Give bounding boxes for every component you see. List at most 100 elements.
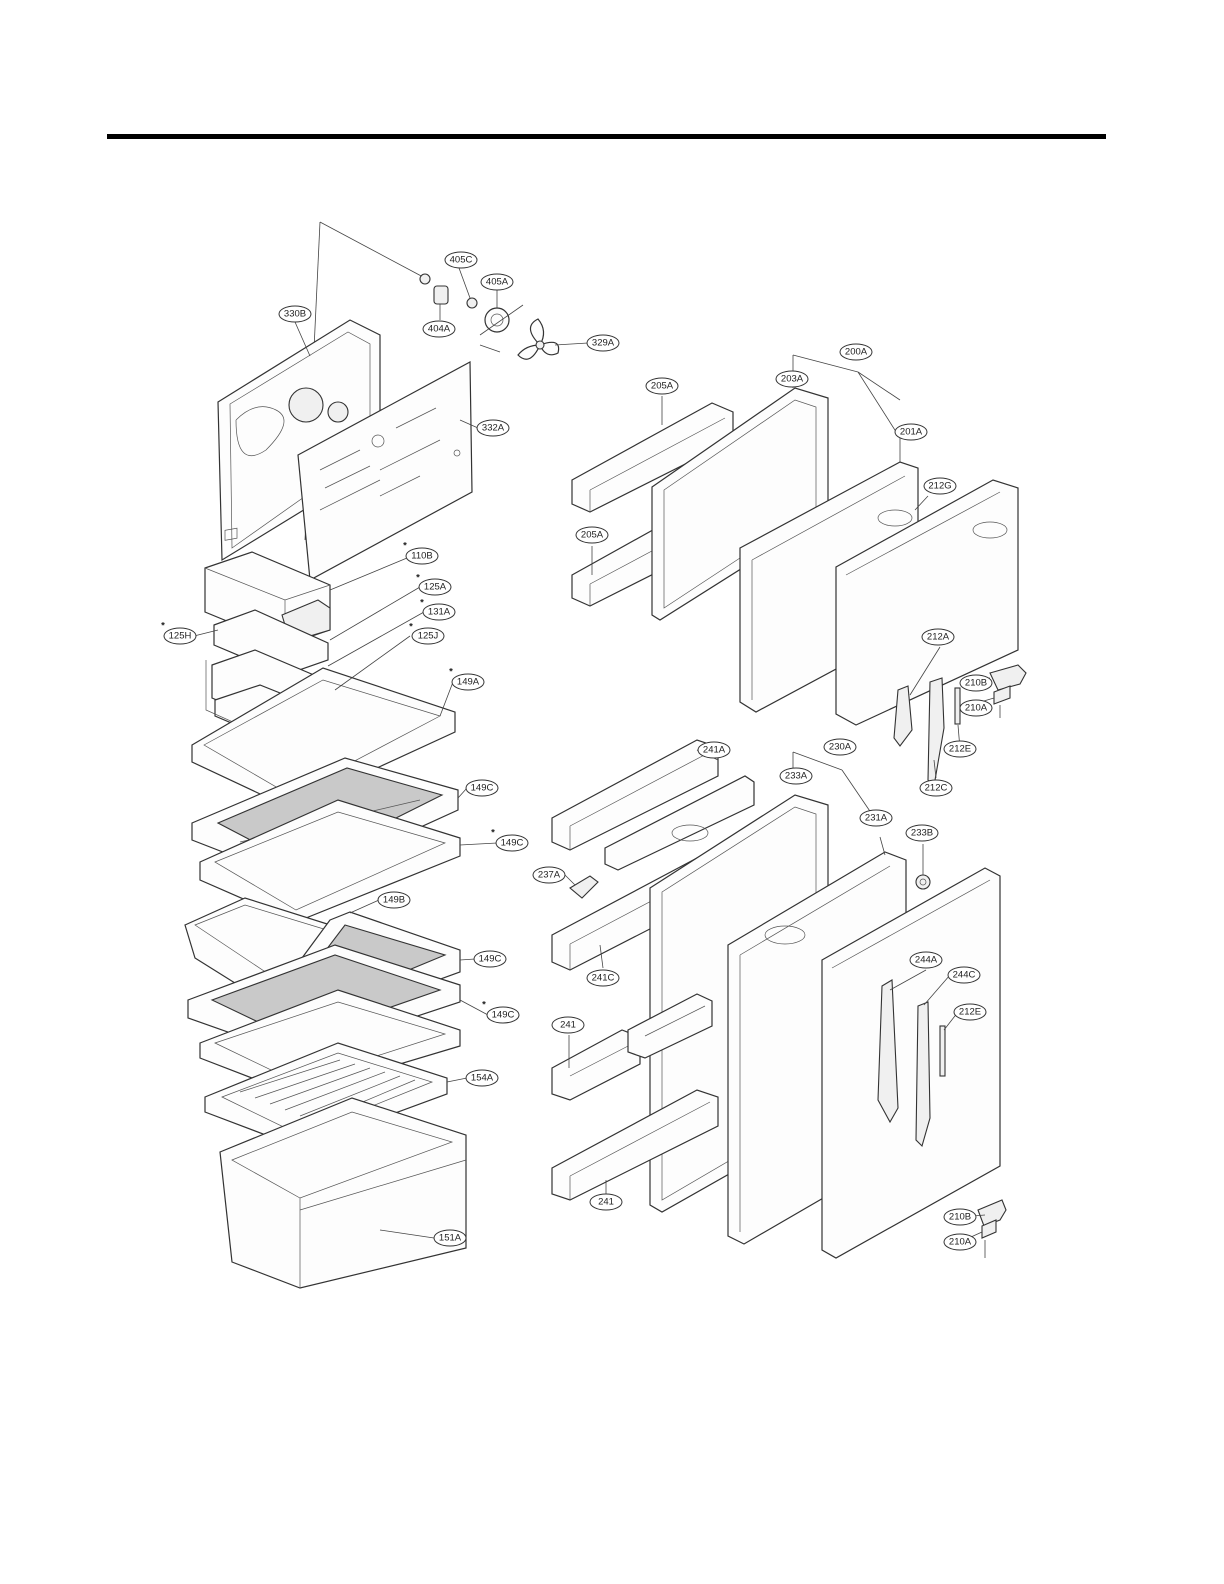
callout-label: 125A [424,582,447,593]
callout-label: 210A [949,1237,972,1248]
callout-244a: 244A [910,952,942,968]
callout-233b: 233B [906,825,938,841]
callout-212g: 212G [924,478,956,494]
callout-405a: 405A [481,274,513,290]
callout-label: 330B [284,309,306,320]
header-rule [107,134,1106,139]
callout-label: 329A [592,338,615,349]
callout-label: 244C [953,970,976,981]
callout-label: 233A [785,771,808,782]
callout-405c: 405C [445,252,477,268]
callout-210a: 210A [944,1234,976,1250]
callout-label: 149A [457,677,480,688]
callout-200a: 200A [840,344,872,360]
callout-label: 149C [492,1010,515,1021]
callout-205a: 205A [576,527,608,543]
asterisk-icon: * [449,667,453,678]
hinge-210b-lower [978,1200,1006,1258]
door-bin-241-left [552,1030,640,1100]
callout-label: 200A [845,347,868,358]
callout-330b: 330B [279,306,311,322]
callout-149c: 149C * [482,1000,519,1024]
asterisk-icon: * [403,541,407,552]
callout-label: 244A [915,955,938,966]
callout-210b: 210B [960,675,992,691]
callout-151a: 151A [434,1230,466,1246]
callout-404a: 404A [423,321,455,337]
callout-233a: 233A [780,768,812,784]
callout-label: 405A [486,277,509,288]
callout-329a: 329A [587,335,619,351]
callout-125j: 125J * [409,622,444,645]
asterisk-icon: * [491,828,495,839]
callout-label: 131A [428,607,451,618]
callout-212e: 212E [944,741,976,757]
callout-149c: 149C [474,951,506,967]
callout-label: 125H [169,631,192,642]
callout-241c: 241C [587,970,619,986]
door-handle-212a [894,678,960,786]
callout-label: 201A [900,427,923,438]
callout-244c: 244C [948,967,980,983]
asterisk-icon: * [416,573,420,584]
callout-332a: 332A [477,420,509,436]
callout-241: 241 [552,1017,584,1033]
callout-label: 149C [479,954,502,965]
callout-label: 154A [471,1073,494,1084]
callout-label: 241 [598,1197,614,1208]
callout-label: 332A [482,423,505,434]
callout-label: 149B [383,895,405,906]
callout-212a: 212A [922,629,954,645]
callout-label: 151A [439,1233,462,1244]
callout-label: 110B [411,551,432,562]
callout-label: 212E [959,1007,981,1018]
callout-label: 149C [471,783,494,794]
callout-label: 241C [592,973,615,984]
callout-210b: 210B [944,1209,976,1225]
callout-label: 230A [829,742,852,753]
callout-212e: 212E [954,1004,986,1020]
callout-label: 212G [928,481,951,492]
asterisk-icon: * [482,1000,486,1011]
callout-131a: 131A * [420,598,455,621]
callout-label: 212C [925,783,948,794]
callout-205a: 205A [646,378,678,394]
callout-203a: 203A [776,371,808,387]
callout-110b: 110B * [403,541,438,565]
callout-149c: 149C * [491,828,528,852]
callout-154a: 154A [466,1070,498,1086]
callout-237a: 237A [533,867,565,883]
asterisk-icon: * [420,598,424,609]
callout-231a: 231A [860,810,892,826]
callout-label: 205A [651,381,674,392]
callout-label: 203A [781,374,804,385]
callout-label: 404A [428,324,451,335]
callout-label: 241A [703,745,726,756]
callout-label: 212E [949,744,971,755]
callout-label: 233B [911,828,933,839]
callout-230a: 230A [824,739,856,755]
callout-label: 149C [501,838,524,849]
hinge-210b-upper [990,665,1026,718]
asterisk-icon: * [409,622,413,633]
callout-label: 205A [581,530,604,541]
callout-label: 237A [538,870,561,881]
callout-label: 231A [865,813,888,824]
callout-241: 241 [590,1194,622,1210]
callout-149c: 149C [466,780,498,796]
callout-label: 210B [965,678,987,689]
hinge-bushing-233b [916,875,930,889]
callout-label: 405C [450,255,473,266]
callout-149b: 149B [378,892,410,908]
callout-241a: 241A [698,742,730,758]
callout-label: 125J [418,631,439,642]
callout-125h: 125H * [161,621,196,645]
callout-label: 212A [927,632,950,643]
asterisk-icon: * [161,621,165,632]
callout-label: 210A [965,703,988,714]
callout-149a: 149A * [449,667,484,691]
callout-212c: 212C [920,780,952,796]
callout-210a: 210A [960,700,992,716]
bracket-237a [570,876,598,898]
